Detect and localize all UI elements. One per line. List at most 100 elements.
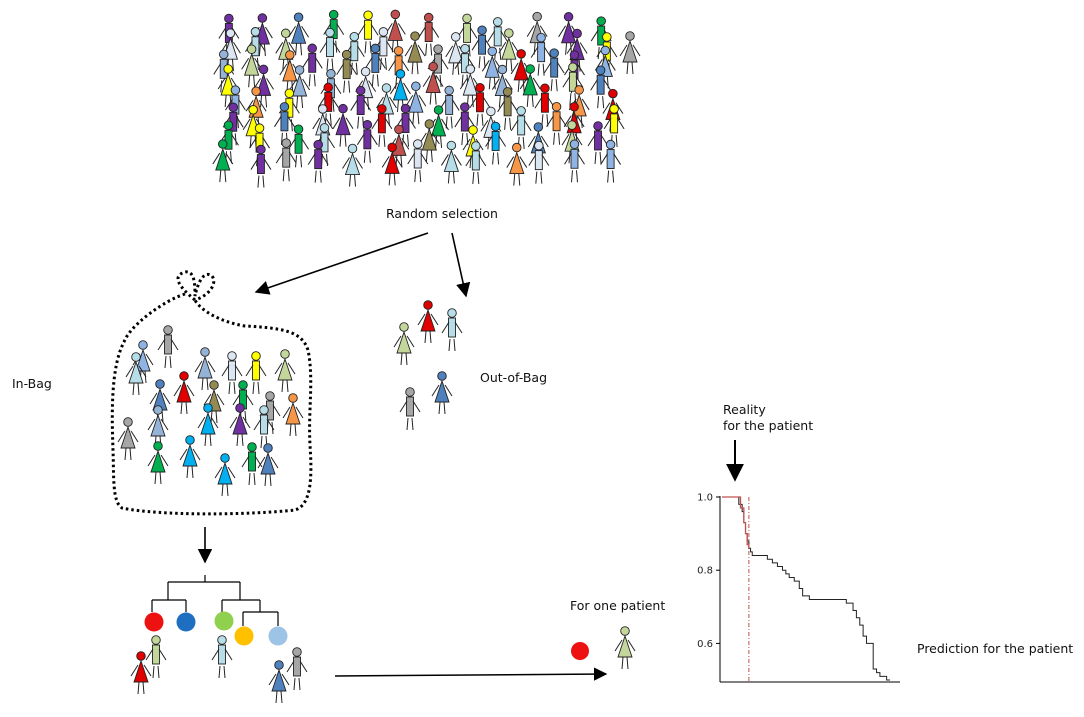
person-figure <box>440 140 462 184</box>
tree-node-dot <box>268 626 288 646</box>
tree-node-dot <box>214 611 234 631</box>
person-figure <box>253 405 275 449</box>
person-figure <box>534 83 556 127</box>
single-patient <box>614 626 636 670</box>
person-figure <box>307 139 329 183</box>
person-figure <box>590 65 612 109</box>
person-figure <box>130 651 152 695</box>
person-figure <box>282 393 304 437</box>
person-figure <box>562 62 584 106</box>
person-figure <box>441 308 463 352</box>
person-figure <box>145 635 167 679</box>
person-figure <box>600 139 622 183</box>
person-figure <box>418 12 440 56</box>
person-figure <box>603 104 625 147</box>
person-figure <box>211 635 233 679</box>
person-figure <box>393 322 415 366</box>
person-figure <box>388 46 410 89</box>
person-figure <box>117 417 139 461</box>
person-figure <box>543 48 565 92</box>
person-figure <box>275 138 297 182</box>
out-of-bag-label: Out-of-Bag <box>480 370 548 385</box>
person-figure <box>364 43 386 87</box>
person-figure <box>157 325 179 369</box>
person-figure <box>528 140 550 184</box>
person-figure <box>564 139 585 183</box>
patient-prediction-dot <box>571 642 589 660</box>
person-figure <box>288 12 310 56</box>
y-tick-label: 1.0 <box>697 493 713 504</box>
person-figure <box>278 88 300 132</box>
person-figure <box>125 352 147 396</box>
reality-label-line2: for the patient <box>723 418 814 433</box>
person-figure <box>279 50 301 93</box>
person-figure <box>399 387 421 431</box>
person-figure <box>289 65 311 109</box>
person-figure <box>422 61 444 105</box>
person-figure <box>286 647 308 691</box>
reality-label-line1: Reality <box>723 402 766 417</box>
decision-tree <box>151 575 279 626</box>
arrow-to-out-of-bag <box>451 232 471 298</box>
person-figure <box>510 106 532 149</box>
person-figure <box>343 31 365 75</box>
person-figure <box>274 349 296 393</box>
patient-population <box>212 9 641 188</box>
random-selection-label: Random selection <box>386 206 498 221</box>
person-figure <box>471 25 493 69</box>
person-figure <box>257 443 279 487</box>
person-figure <box>485 121 507 165</box>
in-bag-label: In-Bag <box>12 376 52 391</box>
person-figure <box>241 44 263 88</box>
person-figure <box>384 9 406 53</box>
person-figure <box>214 453 236 497</box>
person-figure <box>319 27 341 71</box>
person-figure <box>431 371 453 415</box>
person-figure <box>342 143 363 187</box>
person-figure <box>173 371 195 415</box>
prediction-label: Prediction for the patient <box>917 641 1074 656</box>
in-bag-knot <box>176 270 216 302</box>
tree-nodes <box>144 611 288 646</box>
person-figure <box>149 379 171 423</box>
person-figure <box>241 442 263 486</box>
person-figure <box>454 102 476 146</box>
person-figure <box>487 17 509 60</box>
person-figure <box>232 380 254 424</box>
person-figure <box>356 120 378 163</box>
person-figure <box>481 46 503 90</box>
person-figure <box>506 142 528 186</box>
person-figure <box>229 403 251 447</box>
arrow-to-in-bag <box>254 232 429 295</box>
person-figure <box>497 87 519 130</box>
person-figure <box>390 69 411 112</box>
for-one-patient-label: For one patient <box>570 598 666 613</box>
person-figure <box>317 82 339 126</box>
person-figure <box>147 441 169 485</box>
y-tick-label: 0.6 <box>697 639 713 650</box>
out-of-bag-patients <box>393 300 463 431</box>
person-figure <box>332 103 354 147</box>
person-figure <box>404 31 426 75</box>
in-bag-patients <box>117 325 304 497</box>
person-figure <box>245 27 266 70</box>
person-figure <box>314 123 335 166</box>
person-figure <box>357 10 379 54</box>
person-figure <box>221 351 243 395</box>
y-tick-label: 0.8 <box>697 566 713 577</box>
survival-chart: 1.0 0.8 0.6 <box>697 493 900 683</box>
person-figure <box>454 43 476 87</box>
person-figure <box>197 403 219 447</box>
tree-node-dot <box>144 612 164 632</box>
person-figure <box>245 351 267 395</box>
tree-node-dot <box>176 612 196 632</box>
person-figure <box>407 139 429 183</box>
reality-curve <box>722 496 750 549</box>
person-figure <box>212 139 234 183</box>
tree-leaf-patients <box>130 635 308 704</box>
person-figure <box>519 64 541 107</box>
person-figure <box>619 31 641 75</box>
person-figure <box>418 119 440 163</box>
person-figure <box>498 28 520 72</box>
